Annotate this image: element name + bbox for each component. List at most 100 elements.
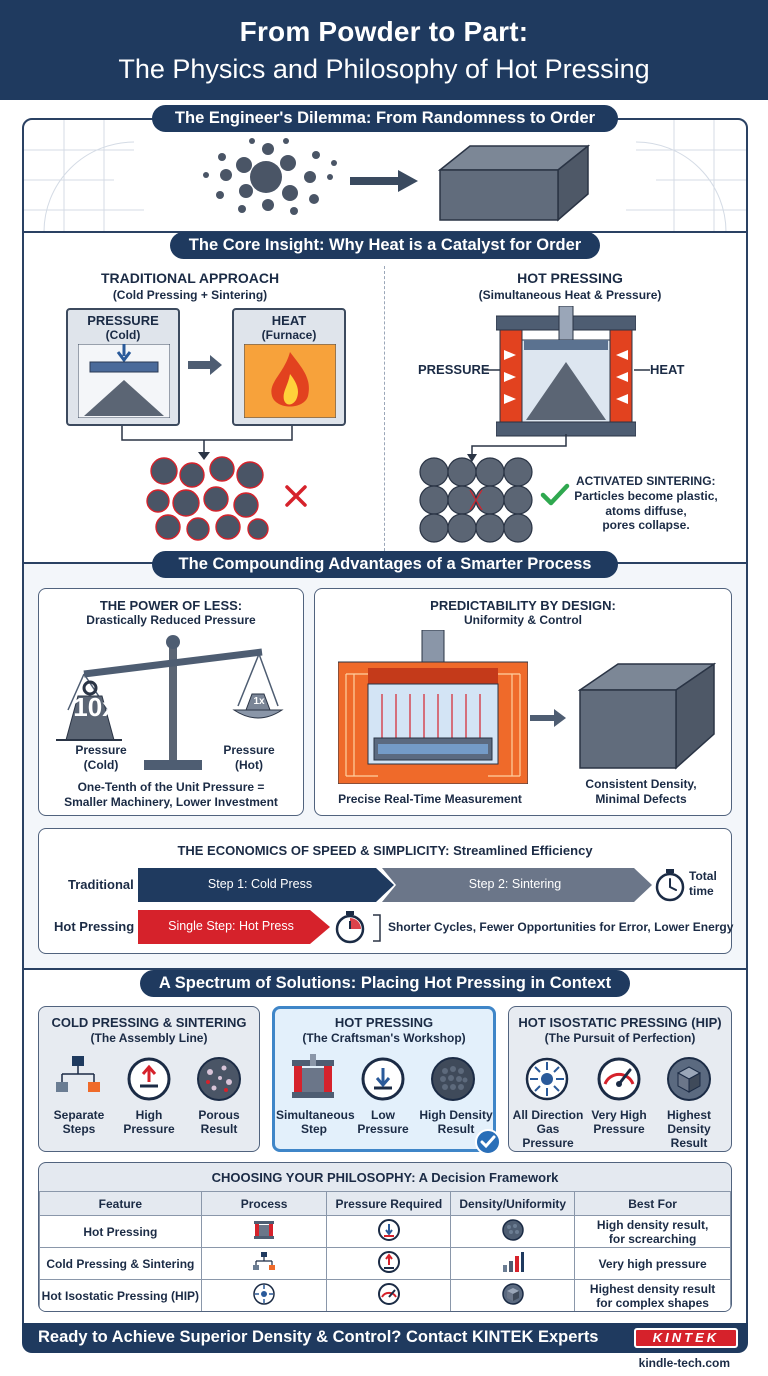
best-for-line-2: for complex shapes [596,1295,709,1310]
high-density-result-icon [431,1057,475,1101]
hot-pressure-label: PRESSURE [418,362,490,377]
down-connector [467,434,567,462]
hip-item-3-line-1: Highest [666,1108,711,1122]
cold-press-icon [78,344,170,418]
table-row: Hot Pressing [39,1215,731,1248]
process-cell [200,1215,328,1248]
hot-item-1-line-2: Step [300,1122,327,1136]
section-title-spectrum: A Spectrum of Solutions: Placing Hot Pre… [140,970,630,997]
footer-cta-text[interactable]: Ready to Achieve Superior Density & Cont… [38,1328,599,1346]
arrow-right-icon [188,355,222,375]
stopwatch-icon [655,869,685,902]
consistent-block-icon [578,662,716,770]
hot-card-subheading: (The Craftsman's Workshop) [302,1031,466,1045]
low-pressure-gauge-icon [377,1219,400,1241]
traditional-subheading: (Cold Pressing + Sintering) [112,288,268,302]
table-row: Cold Pressing & Sintering [39,1247,731,1280]
check-mark-icon [540,483,570,506]
traditional-row-label: Traditional [68,877,134,892]
separate-steps-icon [56,1056,100,1092]
hot-item-1-line-1: Simultaneous [276,1108,355,1122]
cross-mark-icon [285,485,307,507]
big-weight-label: 10x [73,692,117,722]
kintek-logo[interactable]: KINTEK [634,1328,738,1348]
title-line-2: The Physics and Philosophy of Hot Pressi… [118,54,650,84]
bar-level-icon [502,1252,524,1272]
section-title-dilemma: The Engineer's Dilemma: From Randomness … [152,105,618,132]
consistent-caption-2: Minimal Defects [595,792,687,806]
pressure-cell [326,1247,452,1280]
small-weight-label: 1x [253,696,265,707]
best-for-cell: High density result, for screarching [574,1215,731,1248]
cold-item-3-line-2: Result [200,1122,238,1136]
cold-item-2-line-2: Pressure [123,1122,175,1136]
merge-connector [121,426,293,460]
powder-cluster-icon [203,138,337,215]
best-for-cell: Highest density result for complex shape… [574,1279,731,1311]
decision-framework-panel: CHOOSING YOUR PHILOSOPHY: A Decision Fra… [38,1162,732,1312]
divider [24,968,746,970]
very-high-pressure-gauge-icon [377,1283,400,1305]
dashed-divider [384,266,385,556]
process-cell [200,1247,328,1280]
website-link[interactable]: kindle-tech.com [638,1356,730,1370]
cold-item-3-line-1: Porous [198,1108,240,1122]
decision-table: Feature Process Pressure Required Densit… [39,1191,731,1311]
density-cell [450,1279,576,1311]
dense-sphere-icon [501,1219,524,1241]
col-header-feature: Feature [39,1191,202,1216]
left-pressure-sub: (Cold) [83,758,119,772]
total-time-label-2: time [689,884,714,898]
hip-item-2-line-2: Pressure [593,1122,645,1136]
high-pressure-gauge-icon [127,1057,171,1101]
right-pressure-sub: (Hot) [235,758,263,772]
cold-item-1-line-1: Separate [53,1108,105,1122]
title-line-1: From Powder to Part: [239,16,529,47]
power-of-less-subheading: Drastically Reduced Pressure [86,613,256,627]
simultaneous-press-icon [292,1054,334,1098]
density-cell [450,1215,576,1248]
uniform-heat-press-diagram [338,630,528,784]
arrow-right-icon [350,170,418,192]
hip-item-3-line-2: Density [667,1122,711,1136]
all-direction-pressure-icon [253,1283,275,1305]
economics-heading: THE ECONOMICS OF SPEED & SIMPLICITY: Str… [177,843,593,858]
flame-icon [244,344,336,418]
feature-cell: Hot Pressing [39,1215,202,1248]
footer-cta-bar: Ready to Achieve Superior Density & Cont… [22,1323,748,1353]
cold-pressure-label: PRESSURE [87,313,159,328]
best-for-line-1: Highest density result [589,1281,716,1296]
col-header-density: Density/Uniformity [450,1191,576,1216]
hot-pressing-row-label: Hot Pressing [54,919,135,934]
pressure-cell [326,1215,452,1248]
col-header-process: Process [200,1191,328,1216]
selected-check-badge-icon [475,1129,501,1155]
high-pressure-gauge-icon [377,1251,400,1273]
pressure-cell [326,1279,452,1311]
separate-steps-icon [253,1252,276,1270]
hot-heat-label: HEAT [650,362,685,377]
very-high-pressure-gauge-icon [597,1057,641,1101]
header-banner: From Powder to Part: The Physics and Phi… [0,0,768,100]
hip-item-2-line-1: Very High [591,1108,647,1122]
best-for-cell: Very high pressure [574,1247,731,1280]
dense-block-icon [438,144,590,222]
highest-density-cube-icon [667,1057,711,1101]
hot-pressing-heading: HOT PRESSING [517,270,623,286]
best-for-line-1: High density result, [596,1217,709,1232]
section-title-advantages: The Compounding Advantages of a Smarter … [152,551,618,578]
predictability-heading: PREDICTABILITY BY DESIGN: [430,598,616,613]
decision-title: CHOOSING YOUR PHILOSOPHY: A Decision Fra… [211,1170,559,1185]
right-pressure-label: Pressure [223,743,275,757]
feature-cell: Hot Isostatic Pressing (HIP) [39,1279,202,1311]
step-2-label: Step 2: Sintering [468,877,562,891]
hot-press-diagram [496,306,636,437]
power-of-less-heading: THE POWER OF LESS: [99,598,243,613]
best-for-line-2: for screarching [608,1231,697,1246]
table-header-row: Feature Process Pressure Required Densit… [39,1191,731,1216]
feature-cell: Cold Pressing & Sintering [39,1247,202,1280]
traditional-timeline [138,868,652,902]
blueprint-background [24,120,746,232]
consistent-caption-1: Consistent Density, [585,777,697,791]
porous-particles-icon [146,456,269,541]
